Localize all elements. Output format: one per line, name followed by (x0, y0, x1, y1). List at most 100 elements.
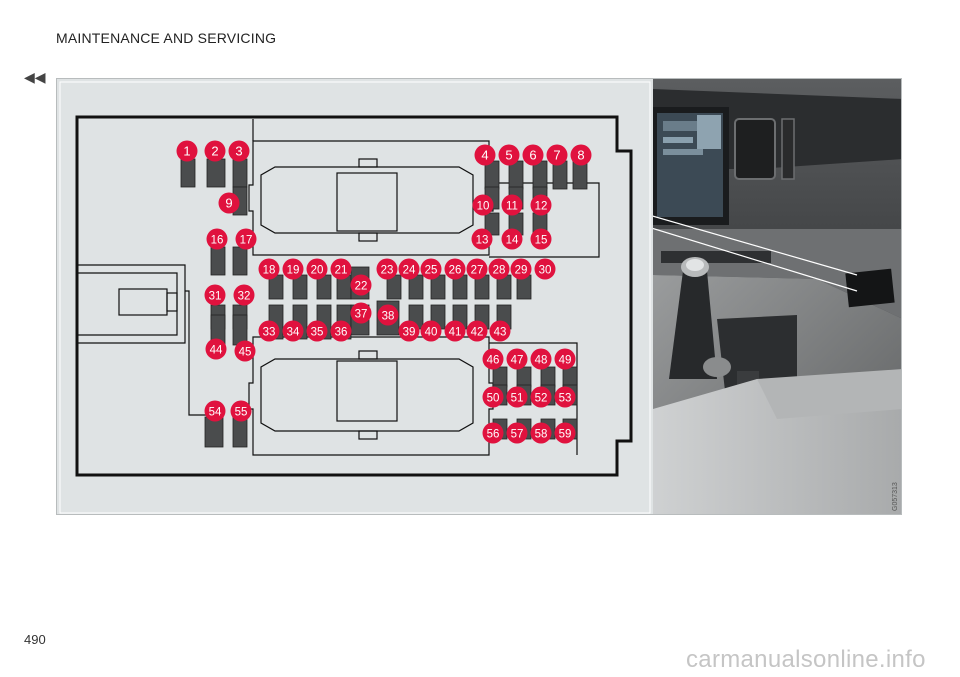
fuse-badge-54: 54 (204, 400, 226, 422)
fuse-badge-number: 50 (487, 393, 500, 405)
fuse-badge-circle (466, 258, 488, 280)
fuse-badge-circle (330, 320, 352, 342)
fuse-badge-circle (554, 348, 576, 370)
fuse-badge-circle (510, 258, 532, 280)
fuse-badge-28: 28 (488, 258, 510, 280)
fuse-diagram-svg: G057313 (57, 79, 901, 514)
fuse-badge-circle (235, 228, 257, 250)
fuse-badge-53: 53 (554, 386, 576, 408)
fuse-badge-circle (398, 320, 420, 342)
fuse-badge-number: 33 (263, 327, 276, 339)
fuse-badge-44: 44 (205, 338, 227, 360)
fuse-badge-number: 11 (506, 201, 518, 213)
fuse-badge-9: 9 (218, 192, 240, 214)
fuse-badge-number: 35 (311, 327, 324, 339)
fuse-badge-circle (530, 422, 552, 444)
fuse-badge-52: 52 (530, 386, 552, 408)
fuse-badge-50: 50 (482, 386, 504, 408)
fuse-badge-number: 6 (529, 148, 536, 163)
fuse-badge-number: 31 (209, 291, 222, 303)
fuse-badge-30: 30 (534, 258, 556, 280)
left-connector (77, 264, 207, 416)
fuse-badge-8: 8 (570, 144, 592, 166)
fuse-badge-number: 9 (225, 196, 232, 211)
fuse-badge-48: 48 (530, 348, 552, 370)
fuse-slot-16 (210, 246, 226, 276)
fuse-badge-3: 3 (228, 140, 250, 162)
fuse-badge-25: 25 (420, 258, 442, 280)
fuse-badge-36: 36 (330, 320, 352, 342)
callout-lines (634, 210, 858, 292)
fuse-badge-number: 41 (449, 327, 462, 339)
fuse-badge-circle (534, 258, 556, 280)
fuse-badge-27: 27 (466, 258, 488, 280)
fuse-badge-37: 37 (350, 302, 372, 324)
fuse-badge-number: 36 (335, 327, 348, 339)
fuse-badge-14: 14 (501, 228, 523, 250)
fuse-badge-circle (206, 228, 228, 250)
fuse-badge-circle (176, 140, 198, 162)
fuse-slot-2 (206, 158, 226, 188)
fuse-badge-circle (350, 274, 372, 296)
fuse-badge-circle (420, 258, 442, 280)
fuse-slot-48 (562, 366, 578, 388)
fuse-badge-circle (376, 258, 398, 280)
fuse-badge-number: 4 (481, 148, 488, 163)
fuse-badge-number: 40 (425, 327, 438, 339)
fuse-badge-11: 11 (501, 194, 523, 216)
fuse-badge-31: 31 (204, 284, 226, 306)
fuse-badge-circle (530, 194, 552, 216)
fuse-badge-number: 42 (471, 327, 484, 339)
back-arrow-icon[interactable]: ◀◀ (24, 69, 46, 85)
fuse-slot-46 (516, 366, 532, 388)
fuse-badge-39: 39 (398, 320, 420, 342)
fuse-badge-number: 3 (235, 144, 242, 159)
fuse-badge-circle (282, 320, 304, 342)
fuse-badge-13: 13 (471, 228, 493, 250)
fuse-badge-number: 43 (494, 327, 507, 339)
fuse-slot-13 (484, 212, 500, 236)
fuse-badge-circle (444, 320, 466, 342)
fuse-badge-circle (204, 140, 226, 162)
fuse-badge-number: 14 (506, 235, 519, 247)
fuse-badge-circle (501, 194, 523, 216)
fuse-badge-number: 59 (559, 429, 572, 441)
fuse-badge-number: 46 (487, 355, 500, 367)
fuse-badge-circle (466, 320, 488, 342)
fuse-badge-circle (204, 400, 226, 422)
fuse-badge-24: 24 (398, 258, 420, 280)
fuse-badge-number: 56 (487, 429, 500, 441)
fuse-badge-number: 29 (515, 265, 528, 277)
fuse-badge-number: 7 (553, 148, 560, 163)
fuse-badge-number: 39 (403, 327, 416, 339)
fuse-badge-number: 57 (511, 429, 524, 441)
fuse-badge-34: 34 (282, 320, 304, 342)
fuse-badge-number: 34 (287, 327, 300, 339)
fuse-badge-16: 16 (206, 228, 228, 250)
fuse-badge-circle (506, 386, 528, 408)
fuse-badge-circle (306, 258, 328, 280)
fuse-badge-46: 46 (482, 348, 504, 370)
fuse-badge-number: 23 (381, 265, 394, 277)
fuse-badge-20: 20 (306, 258, 328, 280)
fuse-badge-number: 5 (505, 148, 512, 163)
fuse-badge-number: 54 (209, 407, 222, 419)
fuse-badge-1: 1 (176, 140, 198, 162)
fuse-badge-59: 59 (554, 422, 576, 444)
fuse-badge-circle (377, 304, 399, 326)
car-interior-photo: G057313 (653, 79, 901, 514)
fuse-badge-19: 19 (282, 258, 304, 280)
fuse-badge-circle (234, 340, 256, 362)
section-header: MAINTENANCE AND SERVICING (56, 30, 277, 46)
fuse-badge-number: 30 (539, 265, 552, 277)
fuse-badge-number: 58 (535, 429, 548, 441)
fuse-badge-number: 32 (238, 291, 251, 303)
fuse-slot-44 (232, 314, 248, 346)
fuse-badge-15: 15 (530, 228, 552, 250)
fuse-badge-23: 23 (376, 258, 398, 280)
fuse-badge-circle (530, 348, 552, 370)
fuse-badge-21: 21 (330, 258, 352, 280)
fuse-badge-number: 26 (449, 265, 462, 277)
fuse-slot-17 (232, 246, 248, 276)
